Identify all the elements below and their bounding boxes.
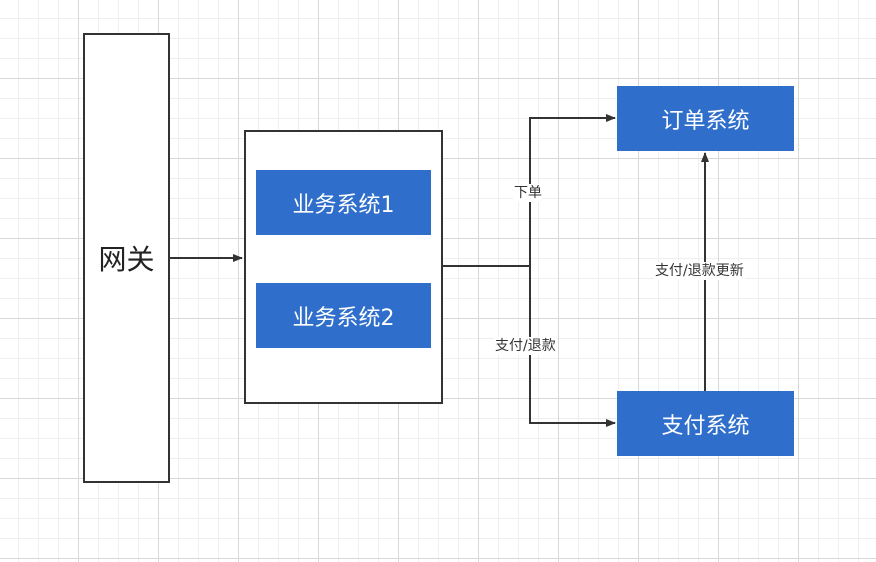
payment-system-node: 支付系统 <box>617 391 794 456</box>
order-flow-arrow <box>529 114 616 266</box>
order-system-node: 订单系统 <box>617 86 794 151</box>
business-system-1-label: 业务系统1 <box>292 192 395 218</box>
business-system-1-node: 业务系统1 <box>256 170 431 235</box>
edge-label-order: 下单 <box>513 184 543 202</box>
business-system-2-label: 业务系统2 <box>292 305 395 331</box>
edge-label-payment: 支付/退款 <box>494 337 557 355</box>
payment-flow-arrow <box>529 266 616 427</box>
gateway-label: 网关 <box>98 243 155 276</box>
payment-system-label: 支付系统 <box>661 413 750 439</box>
gateway-node: 网关 <box>83 33 170 483</box>
business-system-2-node: 业务系统2 <box>256 283 431 348</box>
order-system-label: 订单系统 <box>661 108 750 134</box>
edge-label-payment-update: 支付/退款更新 <box>654 262 745 280</box>
